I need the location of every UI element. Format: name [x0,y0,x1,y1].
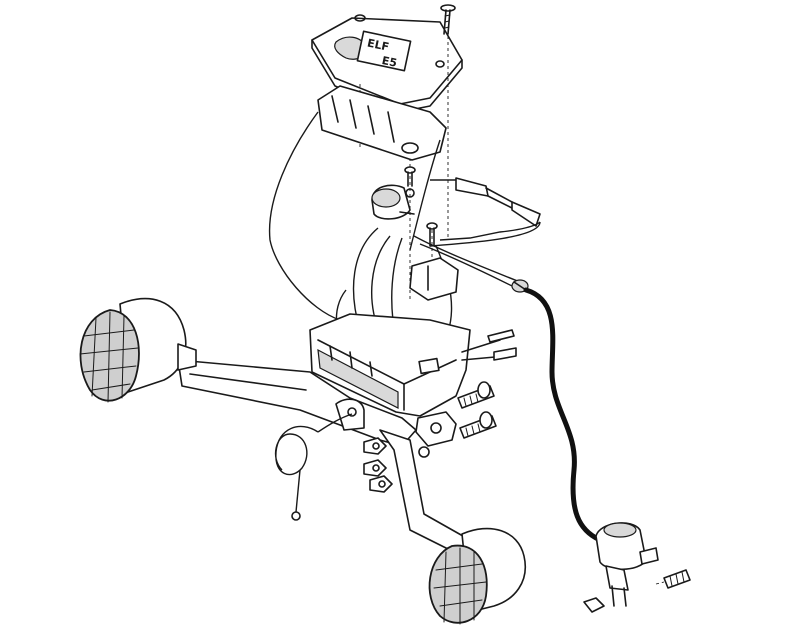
terminal-block [409,222,459,301]
switch-screw [655,569,691,589]
main-housing [309,313,517,417]
bullet-connector [429,177,541,247]
bolt-upper [457,381,495,409]
top-cover-plate: ELF E5 [311,14,463,113]
handlebar-switch [595,522,659,607]
ground-wire-coil [274,413,353,521]
nut-set [363,437,393,493]
indicator-left [79,297,197,403]
switch-cable [523,287,603,543]
indicator-right [428,527,527,625]
switch-nut [583,597,605,613]
bolt-lower [459,411,497,439]
plate-marking: ELF [366,36,390,53]
top-screw [440,4,456,35]
battery-pack [317,85,447,161]
mounting-bracket [177,359,471,557]
relay-screw [404,166,416,198]
plate-marking-2: E5 [381,54,399,70]
clamp-bracket [415,411,457,458]
flasher-relay [371,184,415,220]
